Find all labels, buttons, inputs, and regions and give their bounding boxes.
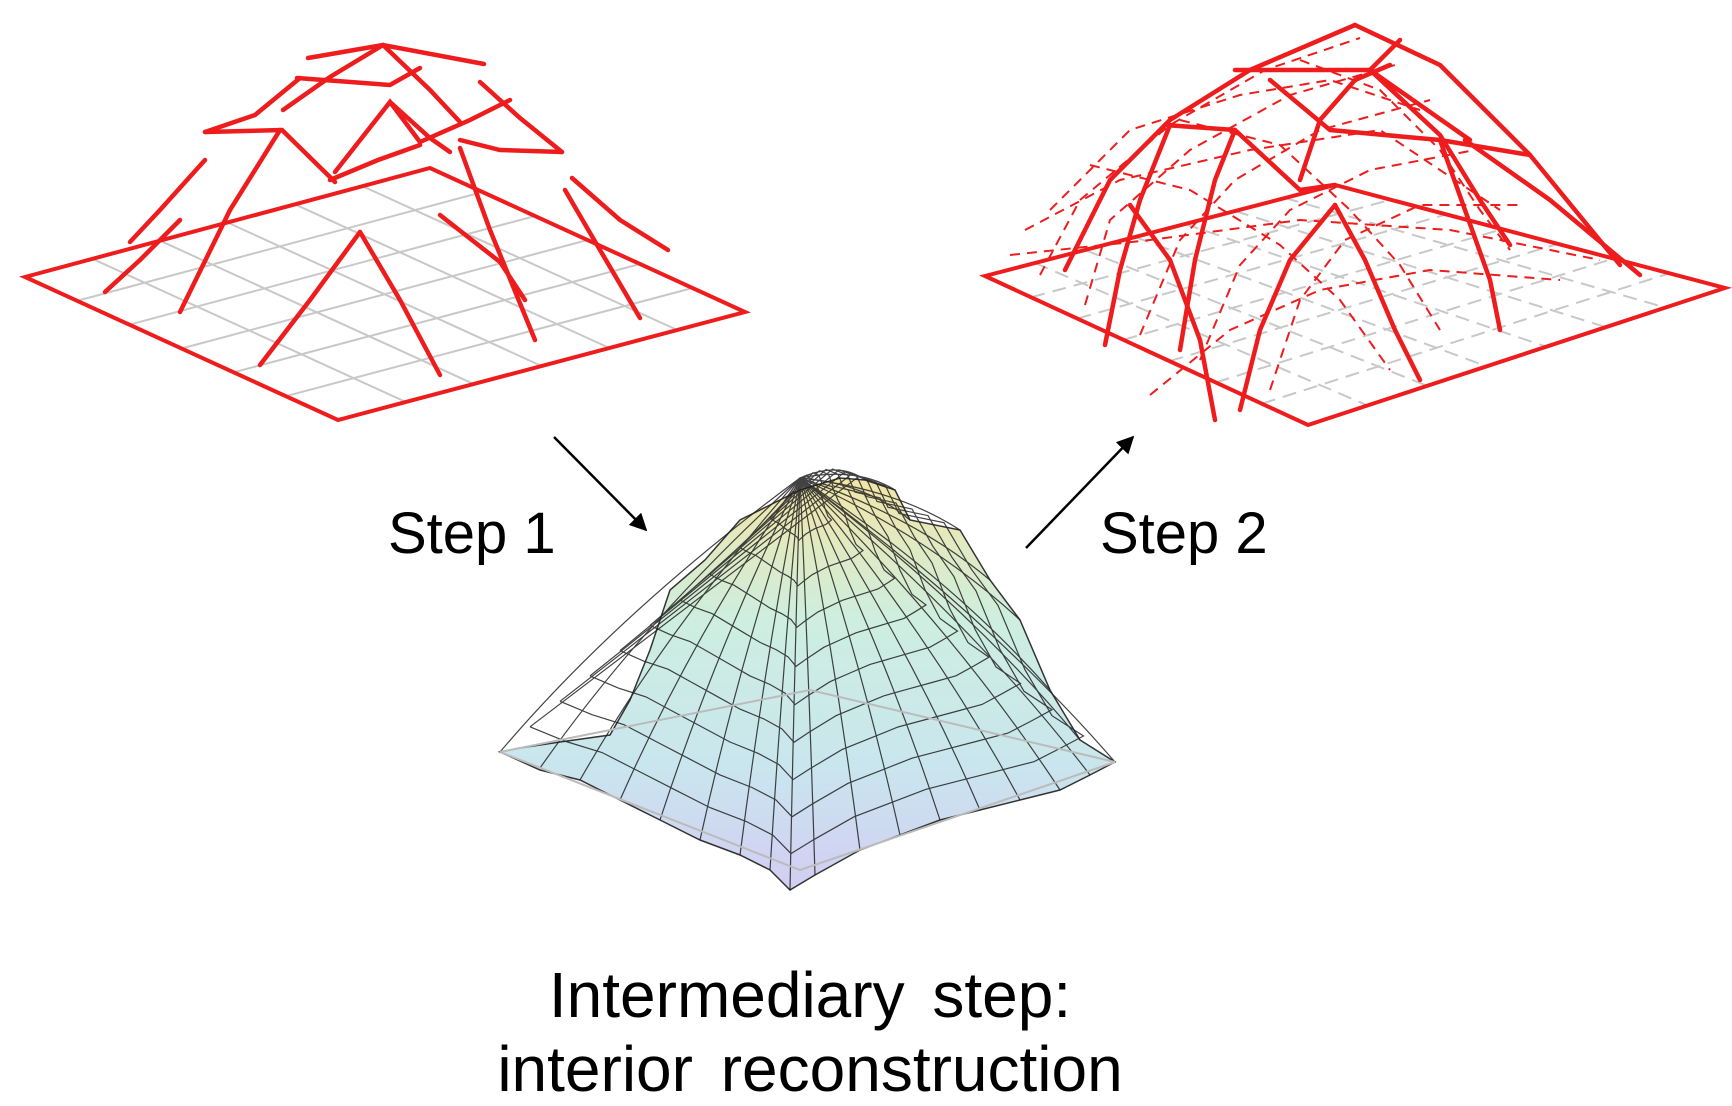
- mesh-ring: [739, 471, 864, 587]
- mesh-line: [799, 477, 1116, 763]
- grid-line: [1030, 198, 1391, 299]
- mesh-line: [799, 477, 1061, 791]
- interior-reconstruction-surface: [497, 468, 1117, 891]
- step1-arrow: [553, 436, 648, 532]
- grid-line: [1034, 262, 1368, 407]
- right-base-outline: [979, 182, 1732, 428]
- mesh-line: [799, 477, 941, 821]
- grid-line: [1169, 242, 1559, 363]
- mesh-ring: [559, 473, 1054, 818]
- mesh-ring: [529, 476, 1085, 855]
- mesh-ring: [649, 468, 959, 706]
- grid-line: [1184, 223, 1547, 348]
- mesh-line: [799, 477, 861, 851]
- left-base-outline: [19, 165, 751, 423]
- grid-line: [1261, 272, 1670, 405]
- mesh-line: [799, 473, 896, 491]
- step2-arrow: [1025, 435, 1135, 549]
- surface-mesh-lines: [499, 468, 1116, 891]
- right-solid-curves: [1062, 22, 1643, 423]
- mesh-line: [499, 477, 801, 753]
- right-base-grid: [1030, 197, 1670, 407]
- mesh-line: [799, 477, 901, 836]
- mesh-line: [799, 477, 991, 581]
- mesh-line: [579, 477, 801, 781]
- mesh-line: [539, 477, 801, 769]
- right-dashed-curves: [1009, 37, 1601, 396]
- surface-fill: [497, 477, 1117, 891]
- mesh-line: [769, 477, 801, 871]
- mesh-line: [799, 477, 1021, 621]
- grid-line: [1215, 257, 1614, 384]
- surface-base-outline: [499, 688, 1116, 872]
- step1-label: Step 1: [388, 501, 556, 566]
- left-curve-segments: [102, 42, 671, 378]
- mesh-line: [789, 477, 801, 891]
- left-base-grid: [76, 185, 693, 403]
- caption-line1: Intermediary step:: [548, 959, 1072, 1031]
- grid-line: [1134, 236, 1488, 368]
- mesh-ring: [709, 469, 896, 629]
- completed-curve-network: [979, 22, 1732, 428]
- mesh-line: [799, 477, 1051, 691]
- mesh-ring: [679, 468, 928, 668]
- grid-line: [1077, 213, 1447, 320]
- grid-line: [1084, 249, 1428, 387]
- step2-label: Step 2: [1100, 501, 1268, 566]
- mesh-ring: [589, 470, 1022, 781]
- caption-line2: interior reconstruction: [497, 1033, 1123, 1105]
- grid-line: [285, 287, 693, 398]
- mesh-line: [799, 477, 816, 876]
- boundary-curve-network: [19, 42, 751, 423]
- mesh-line: [799, 477, 1021, 801]
